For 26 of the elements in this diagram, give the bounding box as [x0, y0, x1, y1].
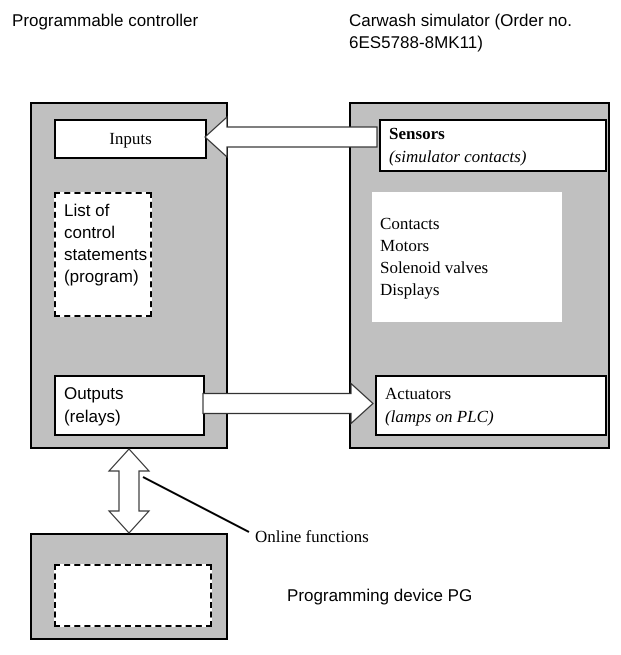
label-box — [54, 375, 205, 436]
box-label: Contacts — [380, 212, 440, 235]
dashed-box — [54, 192, 152, 317]
label-box — [372, 192, 562, 322]
box-label: Motors — [380, 234, 430, 257]
leader-line — [142, 476, 250, 533]
callout-text: Online functions — [255, 526, 425, 548]
heading: Programmable controller — [12, 10, 200, 32]
box-label: Displays — [380, 279, 440, 302]
dashed-box — [54, 564, 212, 627]
box-label: Actuators — [385, 383, 452, 406]
label-box — [379, 119, 607, 172]
label-box — [375, 375, 607, 436]
heading: Carwash simulator (Order no. 6ES5788-8MK11) — [349, 10, 573, 54]
hollow-arrow — [108, 448, 150, 534]
box-label: (lamps on PLC) — [385, 406, 494, 428]
box-label: Sensors — [389, 123, 445, 146]
label-box — [54, 119, 207, 159]
box-label: Solenoid valves — [380, 257, 488, 279]
box-label: Inputs — [109, 128, 152, 150]
heading: Programming device PG — [287, 585, 474, 607]
box-label: Outputs (relays) — [64, 383, 125, 428]
box-label: List of control statements (program) — [64, 200, 148, 288]
box-label: (simulator contacts) — [389, 146, 526, 168]
hollow-arrow — [204, 116, 378, 158]
hollow-arrow — [202, 382, 374, 425]
